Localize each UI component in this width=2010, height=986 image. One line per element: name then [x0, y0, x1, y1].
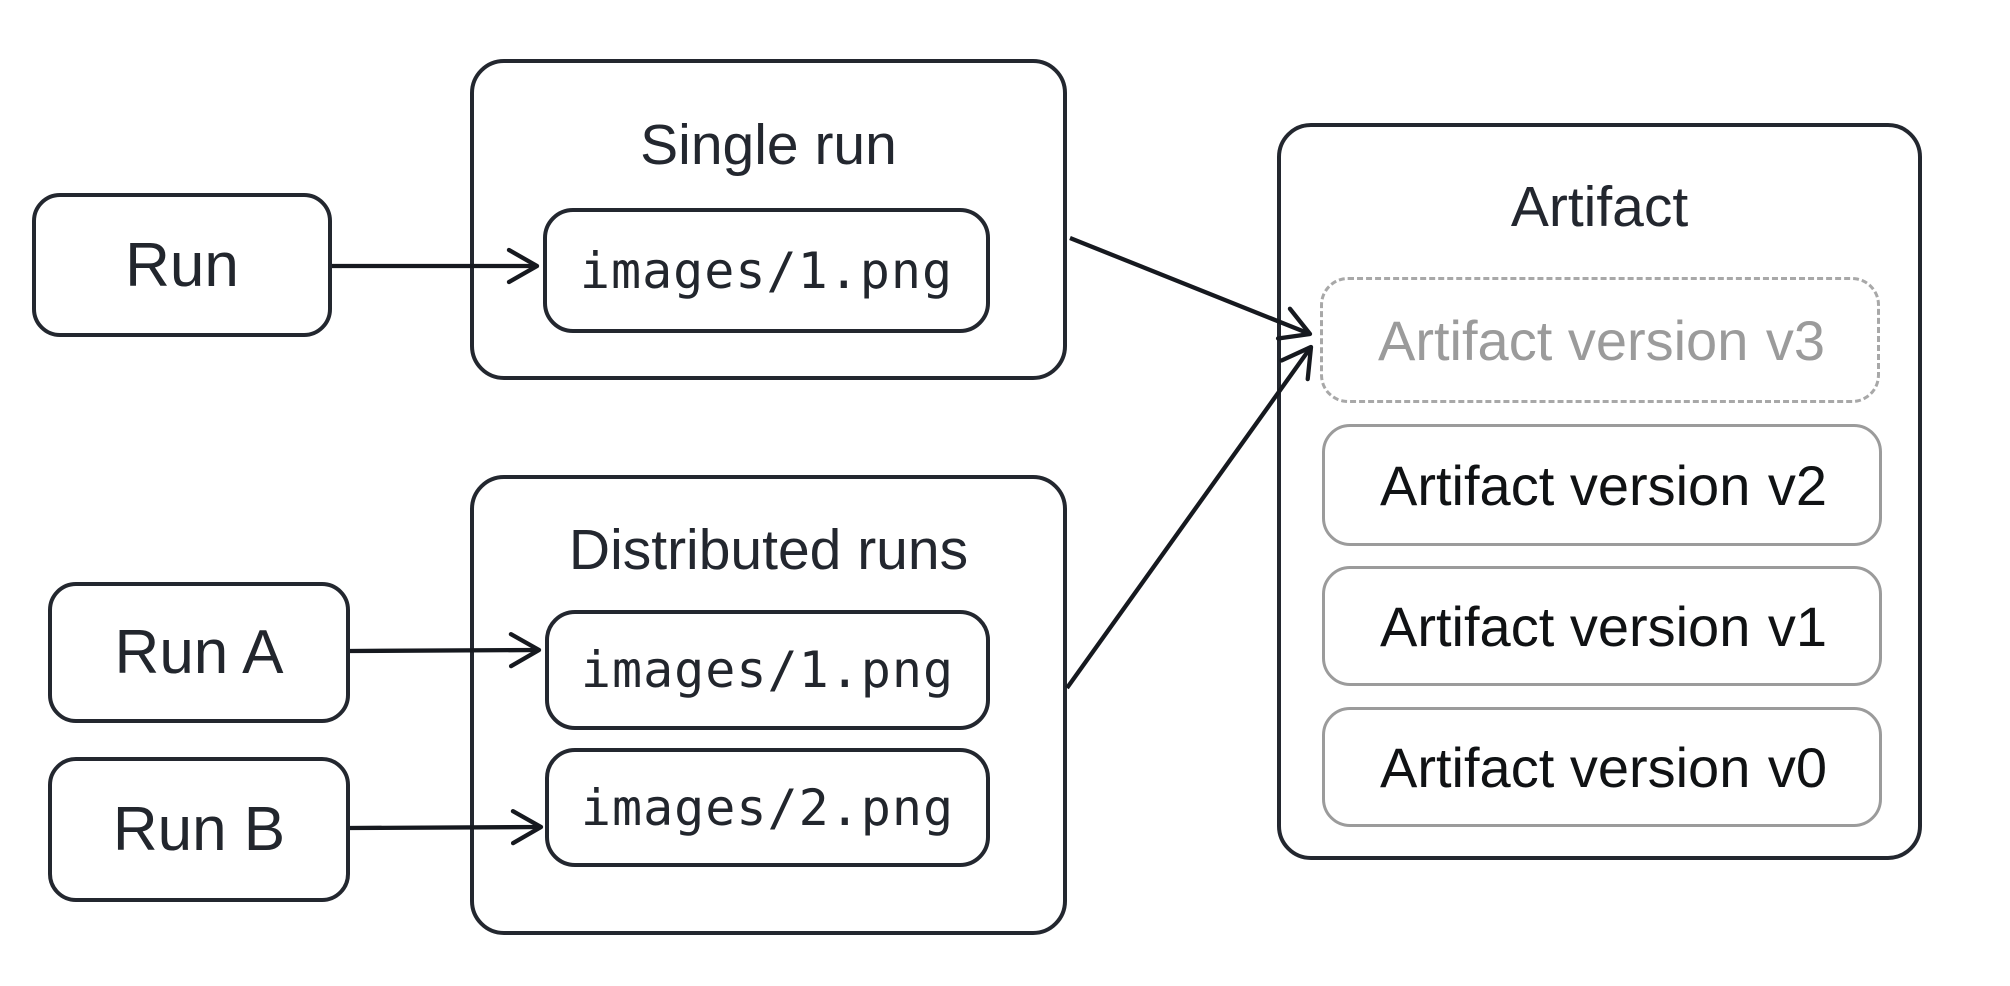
- artifact-version-v3-label: Artifact version: [1378, 308, 1749, 372]
- node-distributed-file-2: images/2.png: [545, 748, 990, 867]
- artifact-version-v0-tag: v0: [1767, 735, 1827, 799]
- distributed-runs-title: Distributed runs: [568, 518, 969, 582]
- edge-distributed-runs-to-artifact-v3: [1065, 344, 1314, 690]
- artifact-version-v2-label: Artifact version: [1380, 453, 1751, 517]
- artifact-version-v2-tag: v2: [1767, 453, 1827, 517]
- artifact-title: Artifact: [1510, 175, 1689, 239]
- single-run-title: Single run: [640, 113, 897, 177]
- node-distributed-file-1: images/1.png: [545, 610, 990, 730]
- node-run-b-label: Run B: [112, 795, 286, 864]
- single-run-file-label: images/1.png: [579, 241, 954, 300]
- artifact-version-v1: Artifact version v1: [1322, 566, 1882, 686]
- node-run-a: Run A: [48, 582, 350, 723]
- node-single-run-file: images/1.png: [543, 208, 990, 333]
- artifact-version-v2: Artifact version v2: [1322, 424, 1882, 546]
- artifact-version-v1-tag: v1: [1767, 594, 1827, 658]
- artifact-version-v1-label: Artifact version: [1380, 594, 1751, 658]
- node-run-b: Run B: [48, 757, 350, 902]
- artifact-version-v3: Artifact version v3: [1320, 277, 1880, 403]
- distributed-file-2-label: images/2.png: [580, 778, 955, 837]
- node-run-label: Run: [125, 230, 239, 300]
- distributed-file-1-label: images/1.png: [580, 641, 955, 699]
- node-run: Run: [32, 193, 332, 337]
- artifact-version-v0: Artifact version v0: [1322, 707, 1882, 827]
- artifact-version-v3-tag: v3: [1765, 308, 1825, 372]
- node-run-a-label: Run A: [114, 618, 284, 687]
- edge-single-run-to-artifact-v3: [1069, 236, 1313, 341]
- artifact-version-v0-label: Artifact version: [1380, 735, 1751, 799]
